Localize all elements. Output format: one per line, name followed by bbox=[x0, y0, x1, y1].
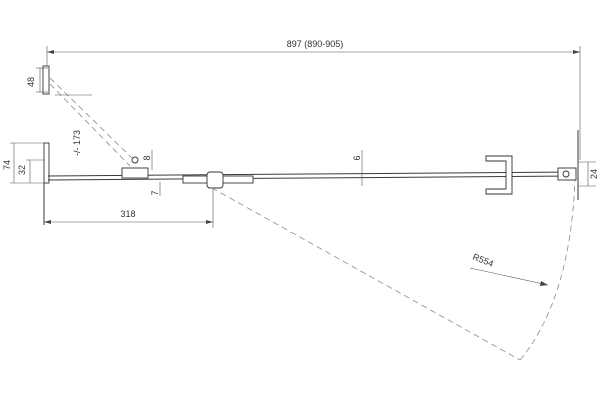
hinge-block bbox=[121, 167, 149, 179]
pivot-circle bbox=[131, 156, 139, 164]
fixed-panel-open-position bbox=[49, 77, 137, 163]
dim-318-label: 318 bbox=[120, 209, 135, 219]
dim-8-label: 8 bbox=[142, 155, 152, 160]
glass-bottom-edge bbox=[47, 175, 576, 181]
dim-48-label: 48 bbox=[26, 77, 36, 87]
dim-74-label: 74 bbox=[2, 160, 12, 170]
door-swing: R554 bbox=[211, 179, 576, 361]
u-profile-bracket bbox=[485, 155, 513, 195]
dimension-overall-width: 897 (890-905) bbox=[46, 39, 581, 160]
left-wall-profile: 48 74 32 bbox=[2, 65, 50, 225]
radius-leader bbox=[469, 267, 549, 286]
fixed-panel-swing: -/- 173 bbox=[49, 77, 139, 167]
door-swing-arc bbox=[519, 179, 576, 361]
glass-panel: 8 7 6 bbox=[47, 150, 576, 196]
dim-6-label: 6 bbox=[352, 155, 362, 160]
radius-arrow bbox=[540, 281, 548, 286]
dim-7-label: 7 bbox=[150, 190, 160, 195]
arrow-right bbox=[206, 220, 213, 224]
dim-32-label: 32 bbox=[17, 165, 27, 175]
arrow-right bbox=[573, 50, 580, 54]
door-open-position bbox=[211, 187, 521, 361]
fixed-panel-open-position-inner bbox=[49, 83, 131, 167]
arrow-left bbox=[44, 220, 51, 224]
dim-24-label: 24 bbox=[589, 169, 599, 179]
radius-label: R554 bbox=[471, 252, 495, 269]
right-wall-bracket: 24 bbox=[485, 130, 599, 200]
dim-173-label: -/- 173 bbox=[72, 130, 82, 156]
arrow-left bbox=[47, 50, 54, 54]
door-handle-knob bbox=[206, 171, 224, 189]
wall-bracket-top bbox=[42, 65, 50, 95]
right-hinge-pin bbox=[562, 170, 570, 178]
wall-profile-lower bbox=[43, 142, 50, 184]
overall-width-label: 897 (890-905) bbox=[287, 39, 344, 49]
dimension-318: 318 bbox=[44, 188, 214, 228]
